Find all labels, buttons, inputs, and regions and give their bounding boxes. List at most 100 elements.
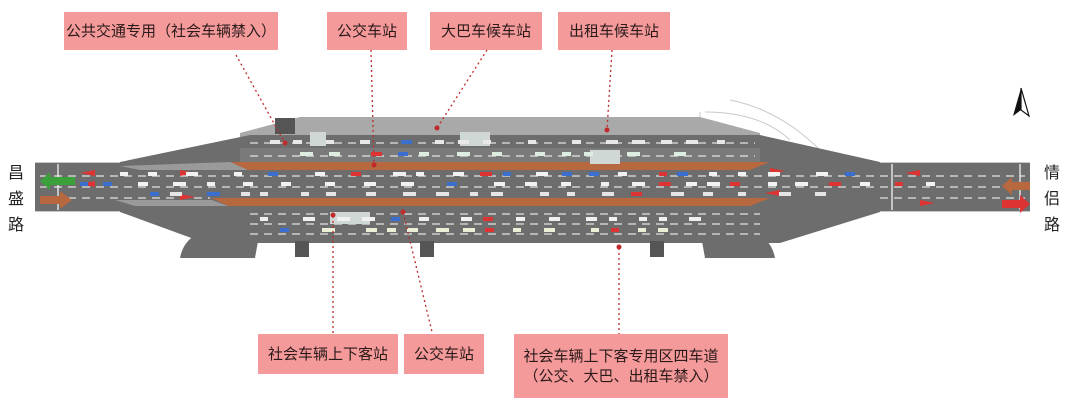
north-arrow-icon [1013,87,1031,118]
vehicle [516,217,525,221]
road-name-east: 情侣路 [1043,163,1060,234]
vehicle [315,172,325,176]
vehicle [606,140,618,144]
vehicles [80,140,935,232]
vehicle [584,152,593,156]
vehicle [631,192,642,196]
lower-island [115,200,228,206]
vehicle [387,228,396,232]
vehicle [709,172,717,176]
vehicle [419,217,429,221]
vehicle [150,192,159,196]
vehicle [513,228,521,232]
vehicle [403,192,416,196]
vehicle [926,182,935,186]
label-coach-stop: 大巴车候车站 [430,12,542,50]
vehicle [535,152,545,156]
vehicle [549,217,560,221]
vehicle [483,140,491,144]
vehicle [586,217,597,221]
vehicle [281,182,291,186]
vehicle [768,172,780,176]
vehicle [686,182,697,186]
vehicle [351,172,361,176]
vehicle [815,192,826,196]
vehicle [207,182,215,186]
vehicle [528,140,536,144]
vehicle [301,192,309,196]
vehicle [337,217,350,221]
vehicle [536,172,548,176]
leader-lines [235,49,620,337]
vehicle [632,182,645,186]
vehicle [632,140,645,144]
label-private-dropoff-stop: 社会车辆上下客站 [258,334,398,374]
vehicle [707,182,720,186]
vehicle [845,172,855,176]
label-taxi-stop: 出租车候车站 [558,12,670,50]
vehicle [659,182,671,186]
vehicle [401,182,414,186]
vehicle [360,140,370,144]
vehicle [457,152,470,156]
vehicle [326,140,334,144]
direction-arrows [80,168,935,206]
vehicle [303,217,315,221]
vehicle [435,140,444,144]
vehicle [241,192,250,196]
vehicle [366,228,377,232]
vehicle [436,228,449,232]
vehicle [618,172,627,176]
road-edges [35,161,1030,213]
east-brown-arrow [1002,177,1030,195]
label-private-four-lanes-line1: 社会车辆上下客专用区四车道 [523,346,719,365]
upper-median [230,162,770,170]
vehicle [170,192,182,196]
vehicle [860,182,870,186]
vehicle [268,172,278,176]
vehicle [470,192,478,196]
vehicle [659,172,667,176]
vehicle [659,217,667,221]
vehicle [609,217,617,221]
label-private-four-lanes: 社会车辆上下客专用区四车道 （公交、大巴、出租车禁入） [514,334,728,398]
vehicle [393,172,406,176]
vehicle [280,228,289,232]
vehicle [503,172,511,176]
vehicle [407,228,418,232]
vehicle [677,172,688,176]
label-top-bus-stop: 公交车站 [327,12,407,50]
vehicle [186,172,198,176]
vehicle [816,172,828,176]
vehicle [591,228,599,232]
vehicle [80,182,88,186]
vehicle [639,217,647,221]
vehicle [483,217,493,221]
vehicle [300,152,313,156]
vehicle [494,182,505,186]
label-bus-only-lane: 公共交通专用（社会车辆禁入） [64,12,278,50]
vehicle [260,192,268,196]
label-bottom-bus-stop: 公交车站 [404,334,484,374]
vehicle [544,228,555,232]
vehicle [779,192,791,196]
vehicle [326,192,336,196]
vehicle [492,152,502,156]
vehicle [260,217,268,221]
lower-median [212,198,770,206]
vehicle [329,152,340,156]
vehicle [738,172,746,176]
vehicle [671,192,684,196]
vehicle [686,140,698,144]
vehicle [322,228,335,232]
vehicle [567,192,575,196]
vehicle [461,217,472,221]
vehicle [658,228,668,232]
vehicle [738,192,746,196]
vehicle [638,228,646,232]
label-private-four-lanes-line2: （公交、大巴、出租车禁入） [523,367,719,385]
vehicle [611,228,619,232]
vehicle [491,192,503,196]
vehicle [795,182,808,186]
vehicle [525,182,537,186]
